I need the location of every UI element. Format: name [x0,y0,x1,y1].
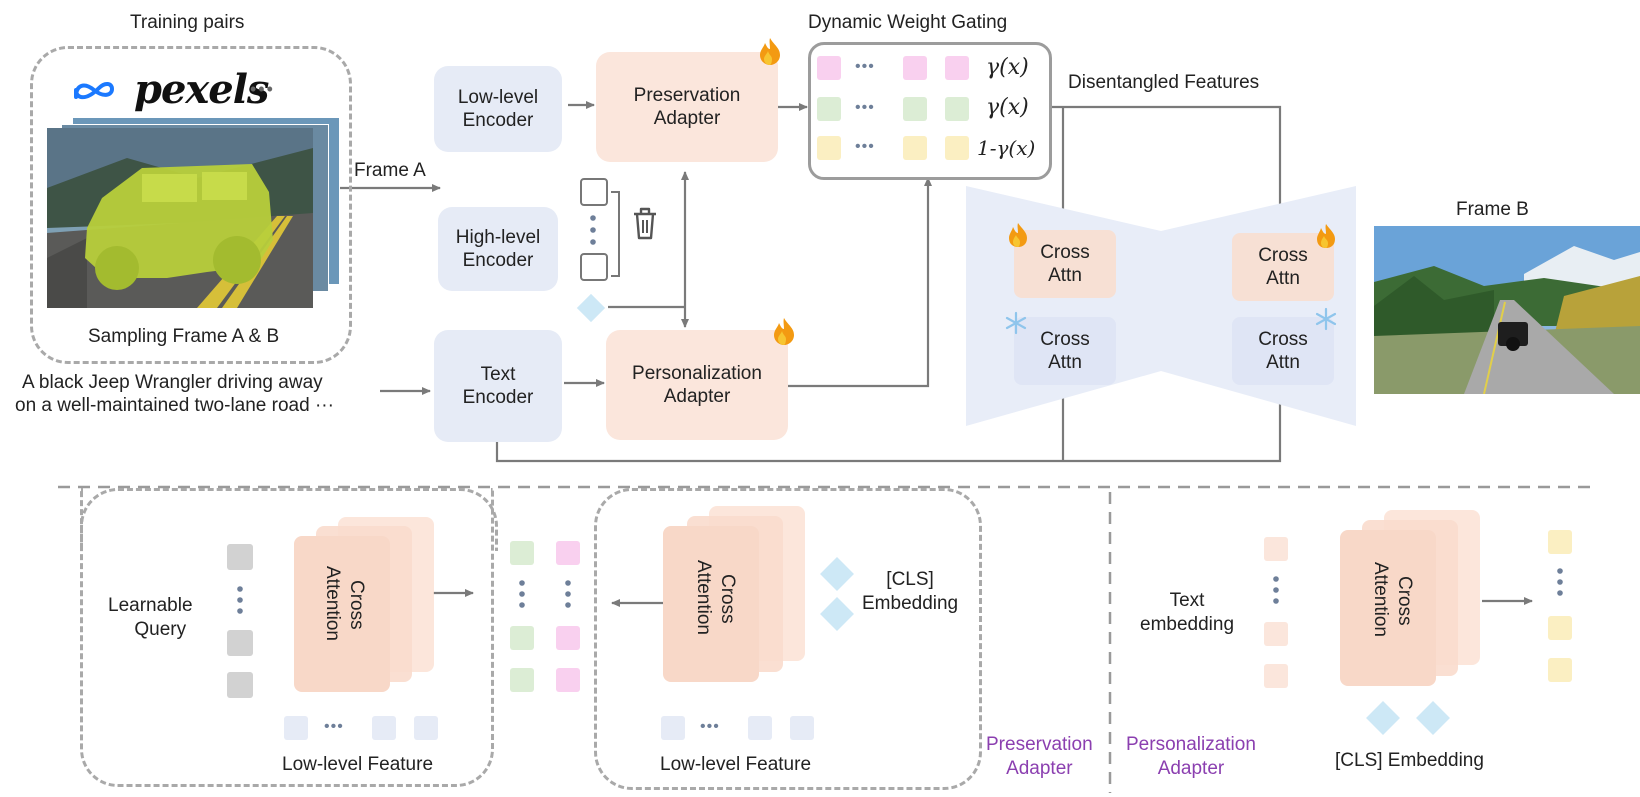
feature-dots: ••• [700,718,720,735]
out-token-pink [556,668,580,692]
text-embedding-label: Text embedding [1140,590,1235,635]
low-feature-token [661,716,685,740]
gate-token-green [903,97,927,121]
cls-embedding-bottom-label: [CLS] Embedding [1335,750,1484,771]
text-token [1264,537,1288,561]
vertical-dots [590,215,596,245]
vertical-dots [519,580,571,608]
low-level-feature-label: Low-level Feature [282,754,434,775]
out-token-yellow [1548,530,1572,554]
out-token-pink [556,626,580,650]
snowflake-icon [1315,307,1337,331]
cross-attention-label: Cross Attention [693,560,738,635]
cross-attention-block [294,536,390,692]
pexels-logo: pexels [134,66,269,113]
training-pairs-panel [30,46,352,364]
caption-line-2: on a well-maintained two-lane road ··· [15,395,334,416]
cross-attention-label: Cross Attention [1370,562,1415,637]
training-pairs-title: Training pairs [130,12,245,33]
out-token-yellow [1548,616,1572,640]
gate-dots: ••• [855,99,875,116]
fire-icon [1317,224,1335,248]
query-token [227,672,253,698]
learnable-query-label: Learnable Query [108,595,193,640]
query-token [227,630,253,656]
trash-icon [634,207,656,240]
fire-icon [760,38,780,65]
gate-token-pink [817,56,841,80]
low-feature-token [748,716,772,740]
query-token [227,544,253,570]
gate-token-green [817,97,841,121]
frame-b-label: Frame B [1456,199,1529,220]
gate-token-yellow [945,136,969,160]
gate-token-yellow [903,136,927,160]
cross-attention-block [1340,530,1436,686]
disentangled-label: Disentangled Features [1068,72,1260,93]
cls-embedding-label: [CLS] Embedding [862,569,959,614]
preservation-adapter-caption: Preservation Adapter [986,734,1093,779]
gamma-row-1: γ(x) [986,55,1029,80]
bracket [611,191,620,277]
personalization-adapter-caption: Personalization Adapter [1126,734,1256,779]
gate-token-pink [945,56,969,80]
out-token-green [510,541,534,565]
feature-dots: ••• [324,718,344,735]
low-feature-token [372,716,396,740]
sampling-label: Sampling Frame A & B [88,326,280,347]
low-feature-token [414,716,438,740]
gate-token-green [945,97,969,121]
preservation-detail-left-top [80,488,498,551]
frame-b-image [1374,226,1640,394]
gate-dots: ••• [855,138,875,155]
fire-icon [1009,223,1027,247]
preservation-detail-right-panel [594,488,982,790]
gate-dots: ••• [855,58,875,75]
out-token-yellow [1548,658,1572,682]
snowflake-icon [1005,311,1027,335]
low-level-feature-label: Low-level Feature [660,754,812,775]
preservation-detail-left-panel [80,488,494,787]
out-token-pink [556,541,580,565]
vertical-dots [237,586,243,614]
vertical-dots [1557,568,1563,596]
gate-token-pink [903,56,927,80]
meta-logo-icon [74,82,114,100]
training-frame-image [47,128,313,308]
gate-token-yellow [817,136,841,160]
gamma-row-3: 1-γ(x) [977,136,1036,160]
logo-more-dots: ••• [250,79,275,99]
gating-title: Dynamic Weight Gating [808,12,1008,33]
cross-attention-label: Cross Attention [322,566,367,641]
token-box-top [580,178,608,206]
cross-attention-block [663,526,759,682]
caption-line-1: A black Jeep Wrangler driving away [22,372,323,393]
text-token [1264,664,1288,688]
text-token [1264,622,1288,646]
out-token-green [510,668,534,692]
low-feature-token [790,716,814,740]
token-box-bottom [580,253,608,281]
fire-icon [774,318,794,345]
frame-a-label: Frame A [354,160,426,181]
gating-panel [808,42,1052,180]
gamma-row-2: γ(x) [986,95,1029,120]
low-feature-token [284,716,308,740]
vertical-dots [1273,576,1279,604]
out-token-green [510,626,534,650]
